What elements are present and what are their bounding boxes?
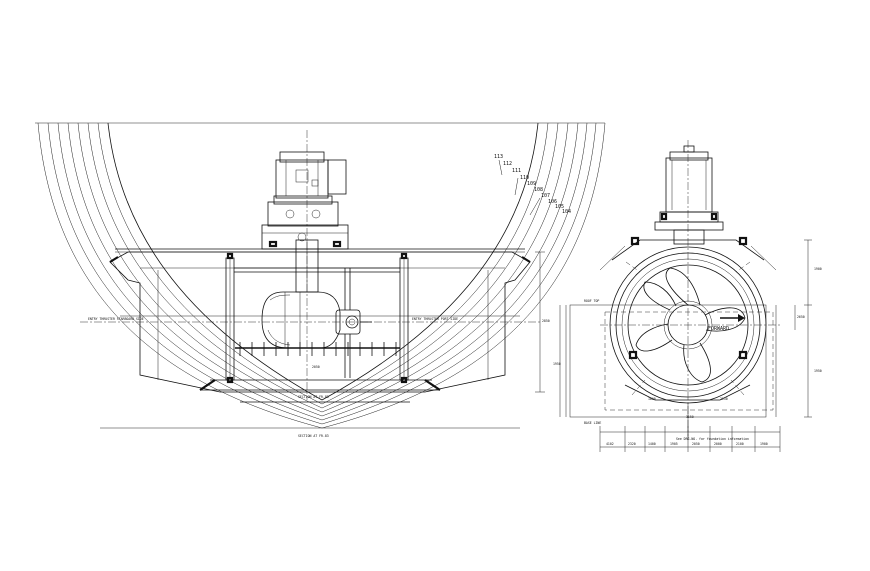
motor-assembly-right bbox=[654, 145, 724, 245]
frame-number: 109 bbox=[527, 181, 536, 187]
frame-number: 108 bbox=[534, 187, 543, 193]
right-end-view: 1900 1950 2650 1950 ROOF TOP BASE LINE F… bbox=[553, 140, 822, 452]
bottom-dim: 1900 bbox=[760, 442, 768, 446]
frame-number: 112 bbox=[503, 161, 512, 167]
thruster-gear-housing bbox=[261, 268, 372, 378]
frame-number: 106 bbox=[548, 199, 557, 205]
frame-number: 107 bbox=[541, 193, 550, 199]
dimension-right-label: 2850 bbox=[542, 319, 550, 323]
dim-label: 3150 bbox=[686, 415, 694, 419]
left-top-label: ROOF TOP bbox=[584, 299, 599, 303]
dim-label: 1950 bbox=[553, 362, 561, 366]
note-port: ENTRY THRUSTER PORT SIDE bbox=[412, 317, 458, 321]
frame-number: 113 bbox=[494, 154, 503, 160]
dimension-mid-label: 2050 bbox=[312, 365, 320, 369]
bottom-dimension-labels: 4102 2320 1400 1905 2050 2000 2100 1900 bbox=[606, 442, 768, 446]
dim-label: 1800 bbox=[648, 397, 656, 401]
forward-label: FORWARD bbox=[708, 326, 729, 332]
foundation-note: See DRG.NO. for foundation information bbox=[676, 437, 749, 441]
dim-label: 1950 bbox=[814, 369, 822, 373]
frame-number: 104 bbox=[562, 209, 571, 215]
bottom-dim: 2000 bbox=[714, 442, 722, 446]
section-label-upper: SECTION AT FR.83 bbox=[298, 395, 329, 399]
bottom-dim: 4102 bbox=[606, 442, 614, 446]
note-starboard: ENTRY THRUSTER STARBOARD SIDE bbox=[88, 317, 144, 321]
grating-bars bbox=[239, 342, 397, 356]
frame-number: 111 bbox=[512, 168, 521, 174]
bottom-dim: 2320 bbox=[628, 442, 636, 446]
dim-label: 1900 bbox=[814, 267, 822, 271]
dim-label: 2650 bbox=[797, 315, 805, 319]
motor-assembly-left bbox=[261, 151, 349, 250]
left-section-view: 2850 2050 ENTRY THRUSTER STARBOARD SIDE … bbox=[35, 122, 606, 438]
hull-frame-lines-right bbox=[321, 122, 606, 429]
section-label-lower: SECTION AT FR.83 bbox=[298, 434, 329, 438]
frame-number-labels: 113 112 111 110 109 108 107 106 105 104 bbox=[494, 154, 571, 215]
frame-number: 105 bbox=[555, 204, 564, 210]
bottom-dim: 2100 bbox=[736, 442, 744, 446]
hull-frame-lines-left bbox=[37, 122, 323, 429]
dim-label: 2150 bbox=[720, 397, 728, 401]
bottom-dim: 1905 bbox=[670, 442, 678, 446]
bottom-dim: 2050 bbox=[692, 442, 700, 446]
frame-number: 110 bbox=[520, 175, 529, 181]
bottom-dim: 1400 bbox=[648, 442, 656, 446]
left-mid-label: BASE LINE bbox=[584, 421, 601, 425]
